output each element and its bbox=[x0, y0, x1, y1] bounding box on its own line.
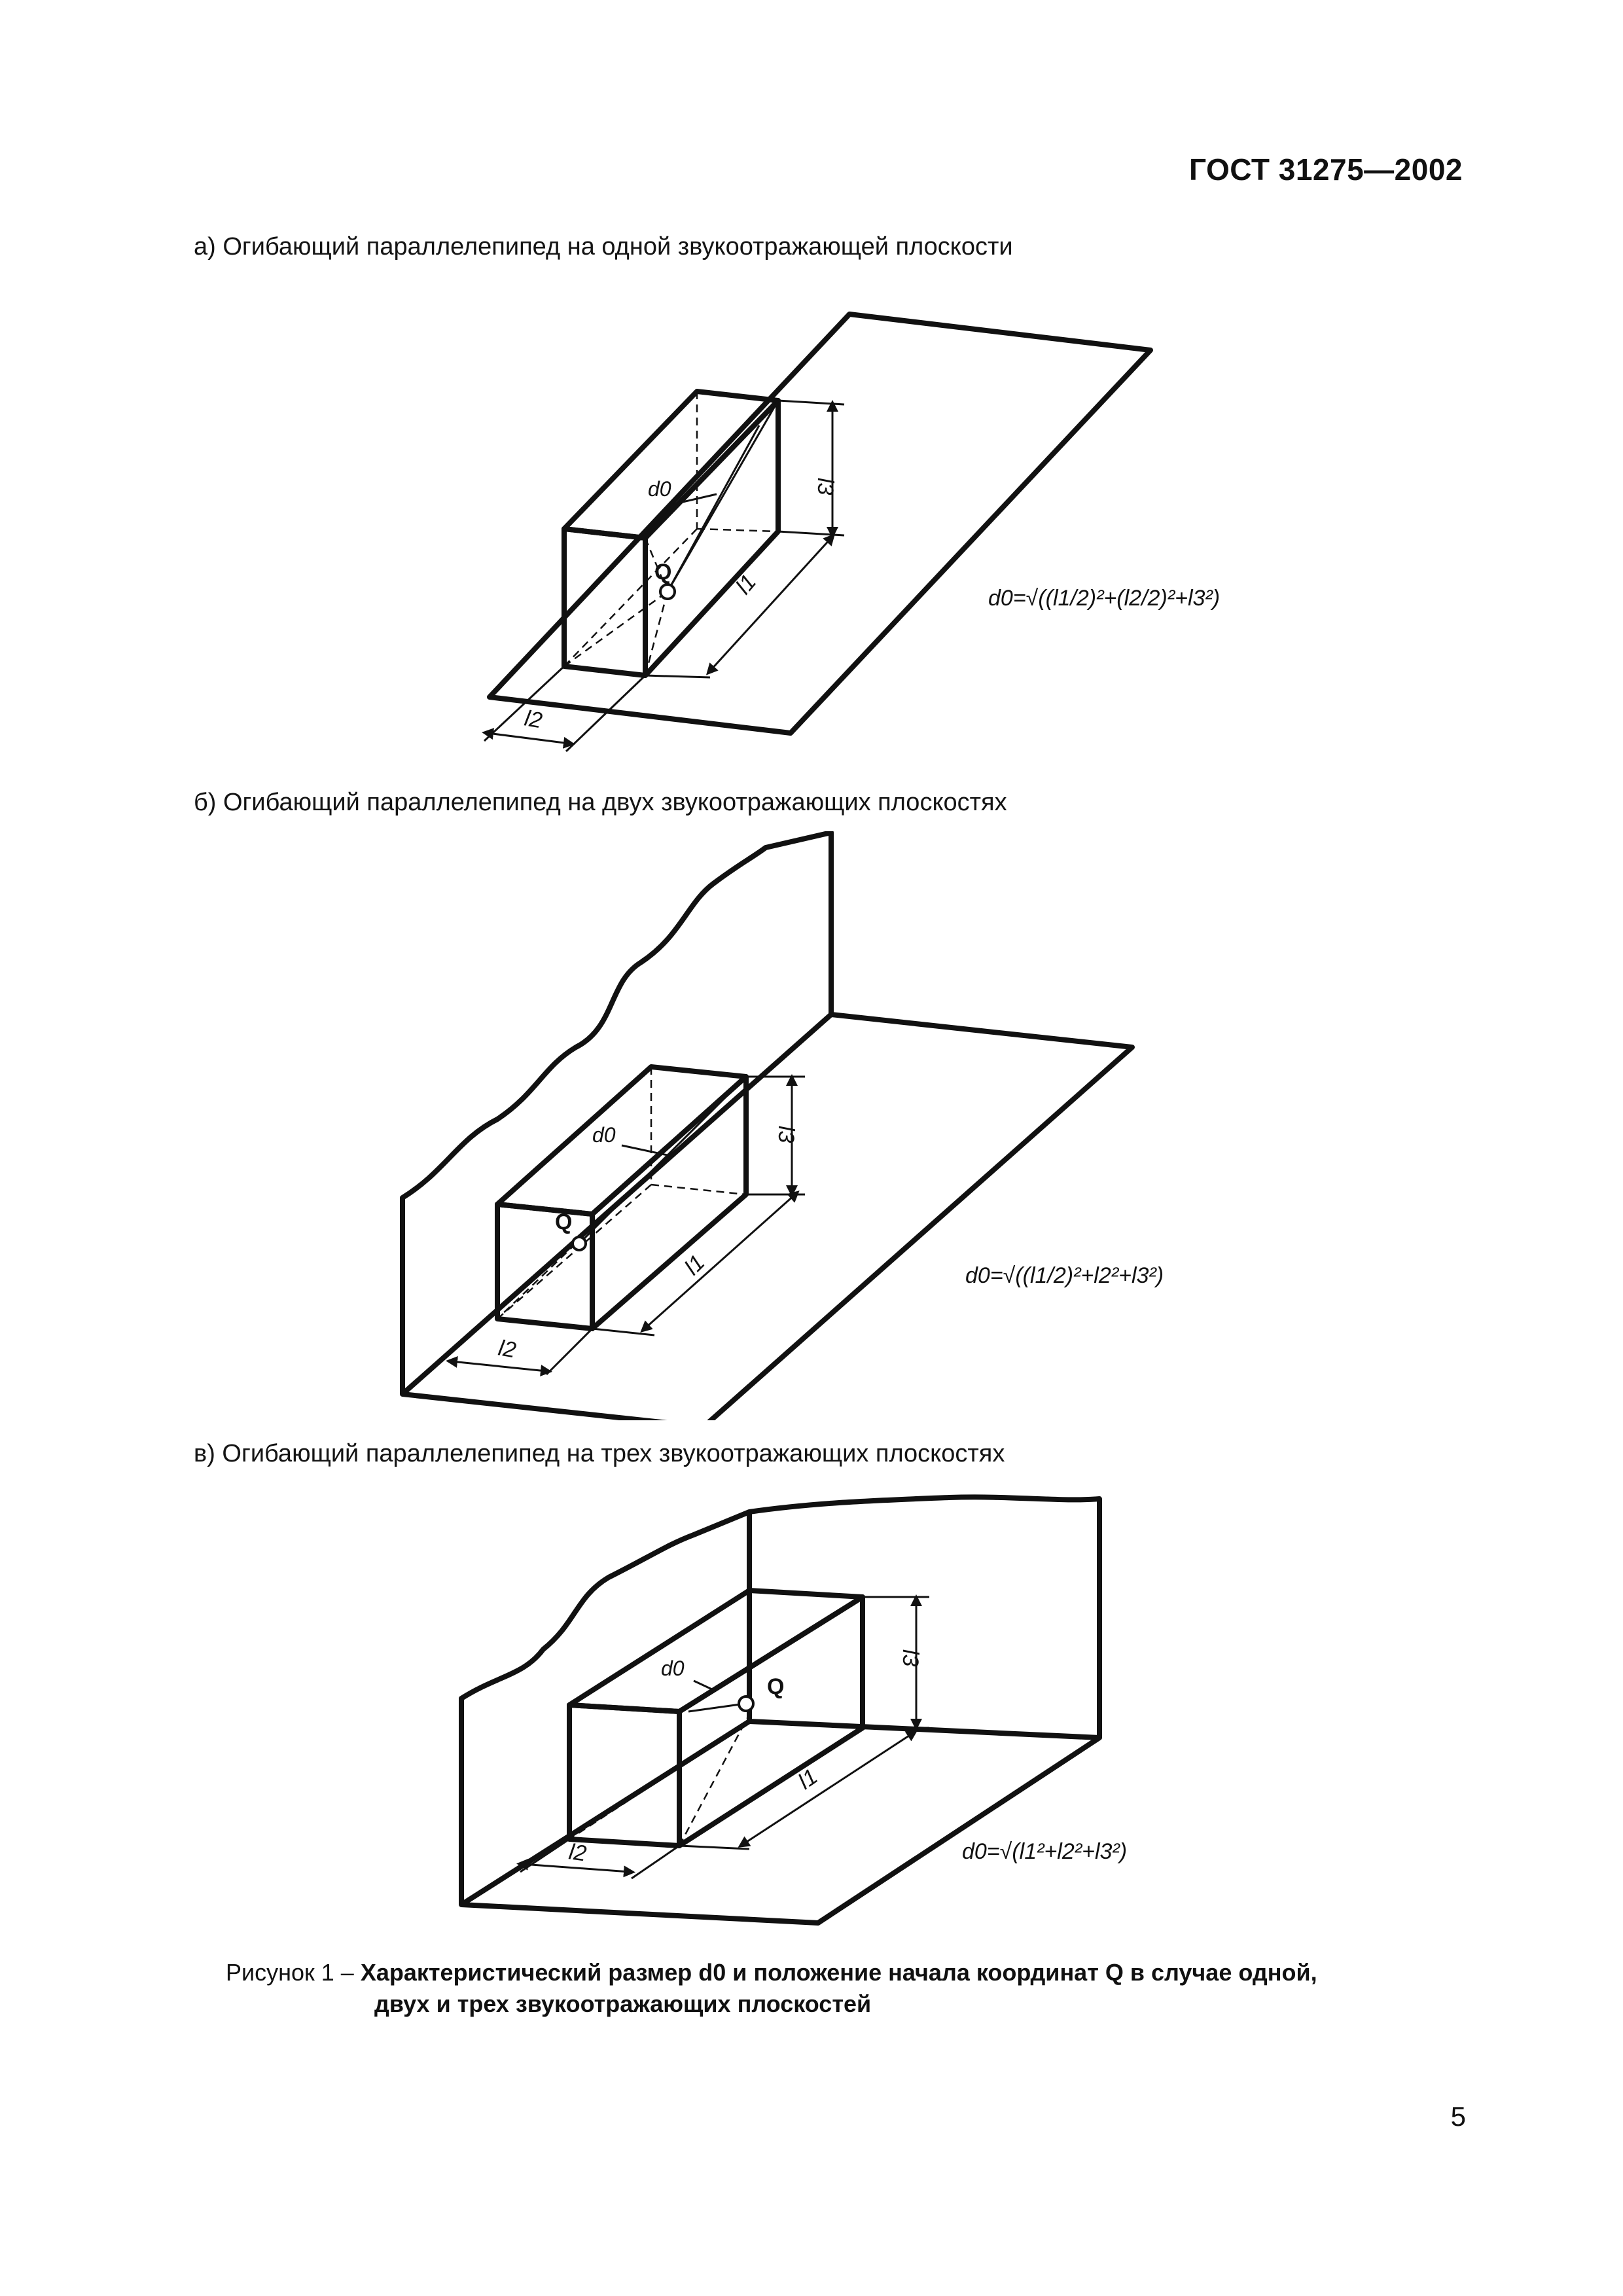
label-d0: d0 bbox=[592, 1123, 616, 1147]
figure-a: Q d0 l3 l1 l2 d0=√((l1/2)²+(l2/2)²+l3²) bbox=[0, 288, 1623, 785]
section-a-caption: а) Огибающий параллелепипед на одной зву… bbox=[194, 233, 1013, 260]
origin-point-q bbox=[571, 1236, 587, 1251]
formula-c: d0=√(l1²+l2²+l3²) bbox=[962, 1839, 1127, 1864]
document-standard-number: ГОСТ 31275—2002 bbox=[1189, 152, 1463, 187]
origin-point-q bbox=[659, 583, 676, 600]
reflecting-plane-floor bbox=[400, 1012, 1135, 1420]
label-q: Q bbox=[654, 560, 671, 584]
reflecting-plane-floor bbox=[459, 1719, 1102, 1926]
label-l3: l3 bbox=[774, 1126, 798, 1143]
label-q: Q bbox=[555, 1210, 572, 1234]
page-number: 5 bbox=[1450, 2101, 1466, 2132]
label-d0: d0 bbox=[648, 477, 671, 501]
envelope-box-top bbox=[567, 1588, 865, 1714]
label-l3: l3 bbox=[813, 478, 838, 495]
section-c-caption: в) Огибающий параллелепипед на трех звук… bbox=[194, 1440, 1005, 1467]
section-b-caption: б) Огибающий параллелепипед на двух звук… bbox=[194, 789, 1007, 816]
formula-a: d0=√((l1/2)²+(l2/2)²+l3²) bbox=[988, 586, 1220, 611]
reflecting-plane-wall-left bbox=[459, 1509, 752, 1905]
reflecting-plane-floor bbox=[487, 312, 1153, 736]
label-l2: l2 bbox=[567, 1839, 588, 1866]
envelope-box-side bbox=[643, 398, 781, 678]
label-l2: l2 bbox=[497, 1335, 518, 1363]
reflecting-plane-wall-right bbox=[749, 1494, 1102, 1738]
label-d0: d0 bbox=[661, 1657, 685, 1680]
label-l3: l3 bbox=[898, 1649, 923, 1667]
reflecting-plane-wall bbox=[400, 831, 834, 1394]
label-l2: l2 bbox=[523, 706, 544, 733]
figure-c: Q d0 l3 l1 l2 d0=√(l1²+l2²+l3²) bbox=[0, 1486, 1623, 1944]
envelope-box-top bbox=[562, 389, 781, 541]
figure-b: Q d0 l3 l1 l2 d0=√((l1/2)²+l2²+l3²) bbox=[0, 831, 1623, 1420]
figure-caption: Рисунок 1 – Характеристический размер d0… bbox=[226, 1957, 1317, 2020]
label-q: Q bbox=[767, 1674, 784, 1699]
formula-b: d0=√((l1/2)²+l2²+l3²) bbox=[965, 1263, 1164, 1288]
figure-caption-line1: Характеристический размер d0 и положение… bbox=[360, 1959, 1317, 1986]
figure-caption-prefix: Рисунок 1 – bbox=[226, 1959, 361, 1986]
figure-caption-line2: двух и трех звукоотражающих плоскостей bbox=[374, 1990, 872, 2017]
origin-point-q bbox=[738, 1695, 755, 1712]
